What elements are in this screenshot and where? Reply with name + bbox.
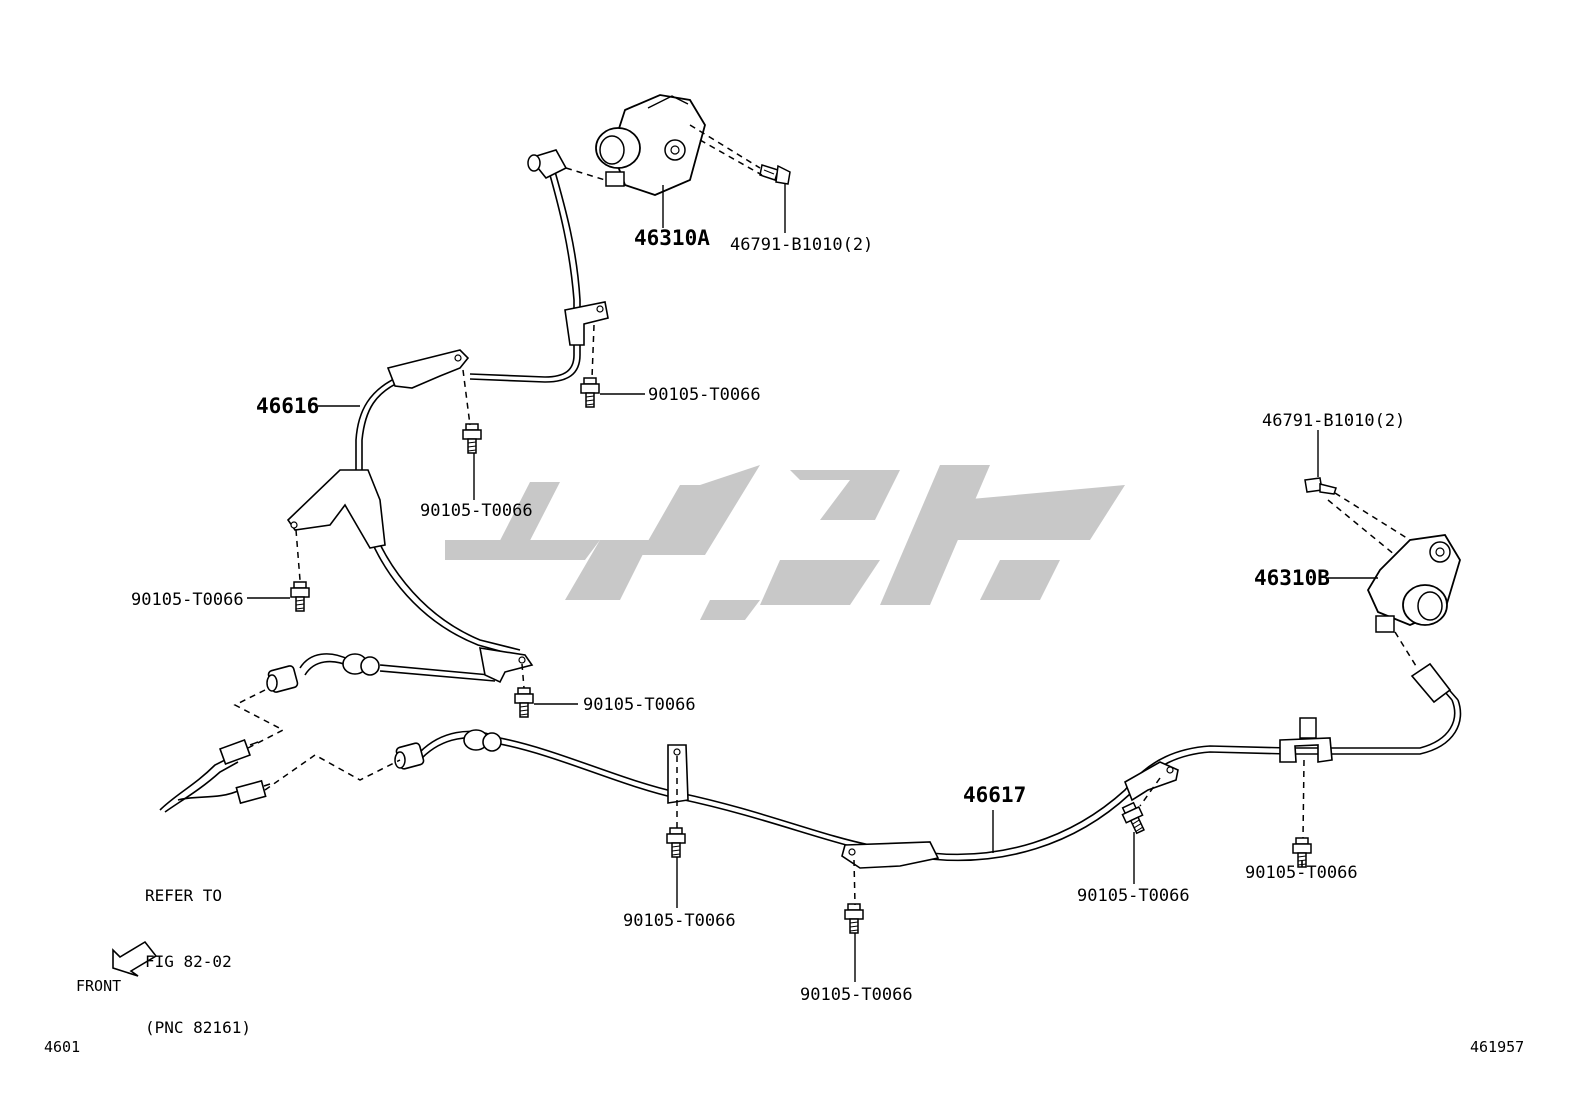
label-90105-t0066-5[interactable]: 90105-T0066 bbox=[623, 911, 736, 931]
screw-46791-b1010-b bbox=[1304, 477, 1337, 495]
front-arrow-icon bbox=[112, 940, 158, 977]
label-90105-t0066-1[interactable]: 90105-T0066 bbox=[648, 385, 761, 405]
label-90105-t0066-6[interactable]: 90105-T0066 bbox=[800, 985, 913, 1005]
bracket-46616-end bbox=[479, 647, 534, 684]
label-90105-t0066-7[interactable]: 90105-T0066 bbox=[1077, 886, 1190, 906]
bolt-90105-t0066-1 bbox=[580, 377, 600, 408]
figure-number: 4601 bbox=[44, 1038, 81, 1056]
bolt-90105-t0066-2 bbox=[462, 423, 482, 454]
label-46791-b1010-b[interactable]: 46791-B1010(2) bbox=[1262, 411, 1406, 431]
illustration-number: 461957 bbox=[1470, 1038, 1525, 1056]
bracket-46617-d bbox=[1279, 717, 1333, 763]
label-90105-t0066-3[interactable]: 90105-T0066 bbox=[131, 590, 244, 610]
label-46791-b1010-a[interactable]: 46791-B1010(2) bbox=[730, 235, 874, 255]
cable-46617-clip bbox=[463, 729, 502, 752]
cable-46616-connector-upper bbox=[527, 149, 568, 180]
label-90105-t0066-4[interactable]: 90105-T0066 bbox=[583, 695, 696, 715]
reference-note-line-3: (PNC 82161) bbox=[145, 1018, 251, 1037]
bolt-90105-t0066-3 bbox=[290, 581, 310, 612]
bolt-90105-t0066-5 bbox=[666, 827, 686, 858]
bracket-46617-c bbox=[1124, 761, 1179, 802]
bolt-90105-t0066-7 bbox=[1119, 800, 1150, 837]
cable-46616-clip bbox=[342, 653, 380, 676]
cable-46616-connector-lower bbox=[266, 665, 299, 693]
bracket-46617-b bbox=[841, 841, 940, 869]
cable-46616 bbox=[299, 167, 581, 682]
installation-lines bbox=[233, 124, 1417, 906]
bracket-46616-mid bbox=[386, 349, 470, 389]
reference-note-line-2: FIG 82-02 bbox=[145, 952, 232, 971]
bolt-90105-t0066-6 bbox=[844, 903, 864, 934]
bolt-90105-t0066-4 bbox=[514, 687, 534, 718]
bracket-46617-a bbox=[667, 744, 689, 804]
label-46310b[interactable]: 46310B bbox=[1254, 566, 1330, 590]
label-46617[interactable]: 46617 bbox=[963, 783, 1027, 807]
leader-lines bbox=[247, 184, 1378, 982]
label-46310a[interactable]: 46310A bbox=[634, 226, 710, 250]
vehicle-harness-connector-2 bbox=[235, 779, 271, 805]
cable-46617-connector-rear bbox=[1410, 662, 1452, 704]
vehicle-harness-connector-1 bbox=[219, 739, 259, 765]
watermark-logo bbox=[445, 465, 1125, 620]
label-90105-t0066-2[interactable]: 90105-T0066 bbox=[420, 501, 533, 521]
label-46616[interactable]: 46616 bbox=[256, 394, 320, 418]
reference-note[interactable]: REFER TO FIG 82-02 (PNC 82161) bbox=[145, 841, 251, 1061]
front-direction-label: FRONT bbox=[76, 977, 122, 995]
cable-46617-connector-front bbox=[394, 742, 425, 770]
reference-note-line-1: REFER TO bbox=[145, 886, 223, 905]
label-90105-t0066-8[interactable]: 90105-T0066 bbox=[1245, 863, 1358, 883]
actuator-46310a bbox=[595, 94, 706, 196]
actuator-46310b bbox=[1366, 534, 1461, 633]
bracket-46616-lower bbox=[286, 469, 386, 549]
bracket-46616-top bbox=[564, 301, 609, 346]
screw-46791-b1010-a bbox=[759, 164, 791, 185]
vehicle-harness bbox=[159, 754, 241, 813]
